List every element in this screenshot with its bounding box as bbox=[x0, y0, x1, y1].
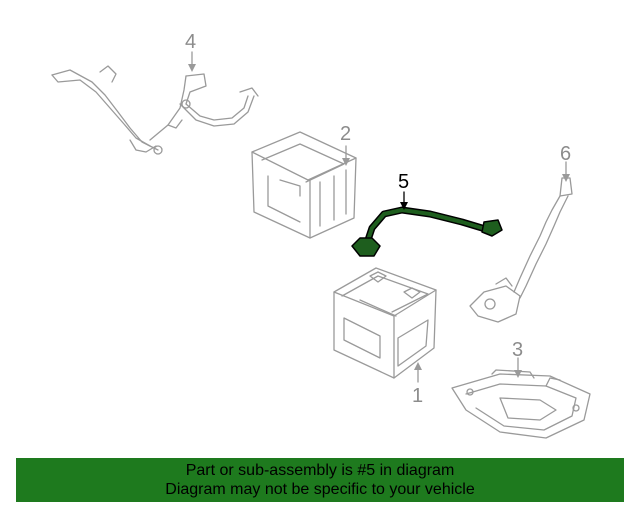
callout-3: 3 bbox=[512, 339, 523, 361]
callout-5: 5 bbox=[398, 171, 409, 193]
part-1-battery bbox=[333, 267, 437, 379]
part-4-harness-bracket bbox=[51, 65, 259, 155]
banner-line-part: Part or sub-assembly is #5 in diagram bbox=[185, 462, 455, 479]
callout-6: 6 bbox=[560, 143, 571, 165]
part-3-base-plate bbox=[451, 369, 591, 439]
part-6-cable-clamp bbox=[469, 177, 573, 323]
part-2-battery-box bbox=[251, 131, 357, 239]
banner-line-disclaimer: Diagram may not be specific to your vehi… bbox=[165, 481, 475, 498]
callout-4: 4 bbox=[185, 31, 196, 53]
part-5-battery-cable bbox=[351, 191, 503, 257]
part-info-banner: Part or sub-assembly is #5 in diagram Di… bbox=[16, 458, 624, 502]
callout-2: 2 bbox=[340, 123, 351, 145]
callout-1: 1 bbox=[412, 385, 423, 407]
